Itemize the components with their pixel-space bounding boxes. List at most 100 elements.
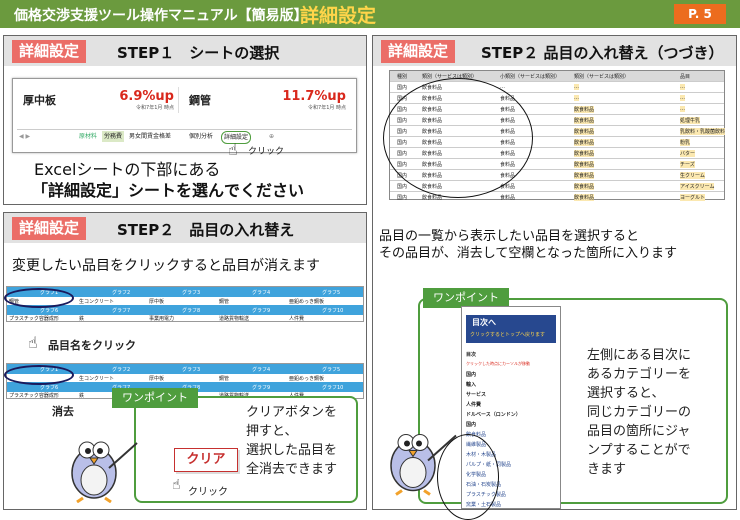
toc-item[interactable]: 輸入 (466, 382, 477, 388)
grid-header-row: グラフ6 グラフ7 グラフ8 グラフ9 グラフ10 (7, 305, 363, 315)
erased-label: 消去 (52, 405, 74, 418)
note-line: きます (587, 462, 627, 477)
grid-item[interactable]: 鋼管 (219, 376, 230, 382)
card-percent: 11.7%up (282, 89, 346, 104)
table-cell: 飲食料品 (574, 117, 595, 124)
grid-item[interactable]: 鉄 (79, 316, 85, 322)
click-item-label: 品目名をクリック (48, 339, 136, 352)
add-sheet-icon[interactable]: ⊕ (269, 133, 275, 140)
sheet-tab[interactable]: 個別分析 (189, 133, 214, 140)
note-line: ンプすることがで (587, 443, 691, 458)
pointer-hand-icon: ☝ (172, 477, 181, 493)
column-header: 品目 (680, 74, 691, 80)
table-cell: 生クリーム (680, 172, 705, 179)
click-label: クリック (248, 147, 285, 157)
toc-item[interactable]: 人件費 (466, 402, 482, 408)
column-header: 種別 (397, 74, 408, 80)
table-cell: 飲食料品 (574, 106, 595, 113)
grid-item[interactable]: 事業用電力 (149, 316, 175, 322)
table-row[interactable]: 国内飲食料品食料品飲食料品ヨーグルト (390, 191, 724, 202)
table-cell: 飲食料品 (574, 139, 595, 146)
section-title: 詳細設定 (300, 5, 377, 27)
pointer-hand-icon: ☝ (28, 333, 38, 352)
table-cell: 飲食料品 (574, 183, 595, 190)
table-cell: 国内 (397, 184, 408, 190)
table-cell: 乳飲料・乳酸菌飲料 (680, 128, 726, 135)
excel-sheet-preview: 厚中板 6.9%up 令和7年1月 時点 鋼管 11.7%up 令和7年1月 時… (12, 78, 357, 153)
card-date: 令和7年1月 時点 (308, 105, 346, 111)
sheet-tab-detail-setting[interactable]: 詳細設定 (221, 131, 252, 144)
grid-header: グラフ10 (322, 308, 344, 314)
sheet-tab[interactable]: 原材料 (79, 133, 98, 140)
bird-mascot-icon (71, 441, 138, 503)
grid-header: グラフ2 (112, 290, 131, 296)
grid-item[interactable]: 亜鉛めっき鋼板 (289, 299, 325, 305)
toc-back-button[interactable]: 目次へ クリックするとトップへ戻ります (466, 315, 556, 343)
toc-item[interactable]: 国内 (466, 422, 477, 428)
table-cell: 飲食料品 (574, 128, 595, 135)
note-line: 同じカテゴリーの (587, 405, 692, 420)
card-name: 鋼管 (189, 94, 211, 107)
note-line: クリアボタンを (246, 405, 338, 420)
onepoint-note: クリアボタンを 押すと、 選択した品目を 全消去できます (246, 403, 337, 479)
bird-mascot-icon (390, 434, 457, 496)
table-cell: 食料品 (500, 195, 516, 201)
sheet-tab[interactable]: 男女間賃金格差 (129, 133, 172, 140)
panel-step2-continued: 詳細設定 STEP２ 品目の入れ替え（つづき） 種別 類別（サービスは類別） 小… (372, 35, 737, 520)
click-label: クリック (188, 487, 228, 498)
grid-item[interactable]: 厚中板 (149, 376, 165, 382)
table-cell: 飲食料品 (574, 161, 595, 168)
toc-item[interactable]: 国内 (466, 372, 477, 378)
page-header: 価格交渉支援ツール操作マニュアル【簡易版】 詳細設定 P. 5 (0, 0, 740, 28)
grid-item[interactable]: 人件費 (289, 316, 305, 322)
grid-item[interactable]: 厚中板 (149, 299, 165, 305)
column-header: 小類別（サービスは類別） (500, 74, 561, 80)
summary-card: 厚中板 6.9%up 令和7年1月 時点 (19, 87, 179, 113)
grid-item[interactable]: 生コンクリート (79, 299, 115, 305)
instruction-text: 変更したい品目をクリックすると品目が消えます (12, 258, 320, 274)
grid-item[interactable]: 生コンクリート (79, 376, 115, 382)
note-line: 左側にある目次に (587, 348, 692, 363)
table-cell: … (574, 84, 579, 90)
grid-item[interactable]: プラスチック容器成形 (9, 316, 59, 322)
panel-title-bar: 詳細設定 STEP１ シートの選択 (4, 36, 366, 66)
panel-step1: 詳細設定 STEP１ シートの選択 厚中板 6.9%up 令和7年1月 時点 鋼… (3, 35, 367, 205)
toc-item[interactable]: ドルベース（ロンドン） (466, 412, 521, 418)
grid-item[interactable]: プラスチック容器成形 (9, 393, 59, 399)
grid-item[interactable]: 鋼管 (219, 299, 230, 305)
step-title: STEP２ 品目の入れ替え（つづき） (481, 44, 724, 62)
card-name: 厚中板 (23, 94, 56, 107)
grid-item[interactable]: 鉄 (79, 393, 85, 399)
instruction-line-1: Excelシートの下部にある (34, 160, 221, 179)
table-cell: ヨーグルト (680, 194, 706, 201)
sheet-tab[interactable]: 労務費 (102, 131, 125, 142)
table-cell: 飲食料品 (574, 172, 595, 179)
table-cell: 国内 (397, 195, 408, 201)
manual-title: 価格交渉支援ツール操作マニュアル【簡易版】 (14, 8, 308, 24)
scroll-left-icon[interactable]: ◀ ▶ (19, 133, 31, 140)
grid-header: グラフ9 (252, 385, 271, 391)
page-number-badge: P. 5 (674, 4, 726, 24)
clear-button[interactable]: クリア (174, 448, 238, 472)
panel-title-bar: 詳細設定 STEP２ 品目の入れ替え（つづき） (373, 36, 736, 66)
detail-setting-tag: 詳細設定 (12, 40, 87, 63)
grid-item[interactable]: 亜鉛めっき鋼板 (289, 376, 325, 382)
table-cell: バター (680, 150, 696, 157)
table-cell: アイスクリーム (680, 183, 715, 190)
onepoint-box (134, 396, 358, 503)
panel-title-bar: 詳細設定 STEP２ 品目の入れ替え (4, 213, 366, 243)
grid-item[interactable]: 道路貨物輸送 (219, 316, 250, 322)
table-cell: … (680, 95, 685, 101)
grid-header: グラフ5 (322, 290, 341, 296)
toc-hint: クリックした時点にカーソルが移動 (466, 361, 530, 366)
grid-header: グラフ3 (182, 290, 201, 296)
grid-header: グラフ4 (252, 367, 271, 373)
summary-card: 鋼管 11.7%up 令和7年1月 時点 (185, 87, 350, 113)
note-line: 品目の箇所にジャ (587, 424, 691, 439)
toc-item[interactable]: サービス (466, 392, 487, 398)
grid-header: グラフ7 (112, 308, 131, 314)
table-cell: 食料品 (500, 184, 516, 190)
onepoint-label: ワンポイント (423, 288, 509, 308)
grid-header: グラフ4 (252, 290, 271, 296)
toc-back-sub: クリックするとトップへ戻ります (470, 332, 546, 338)
